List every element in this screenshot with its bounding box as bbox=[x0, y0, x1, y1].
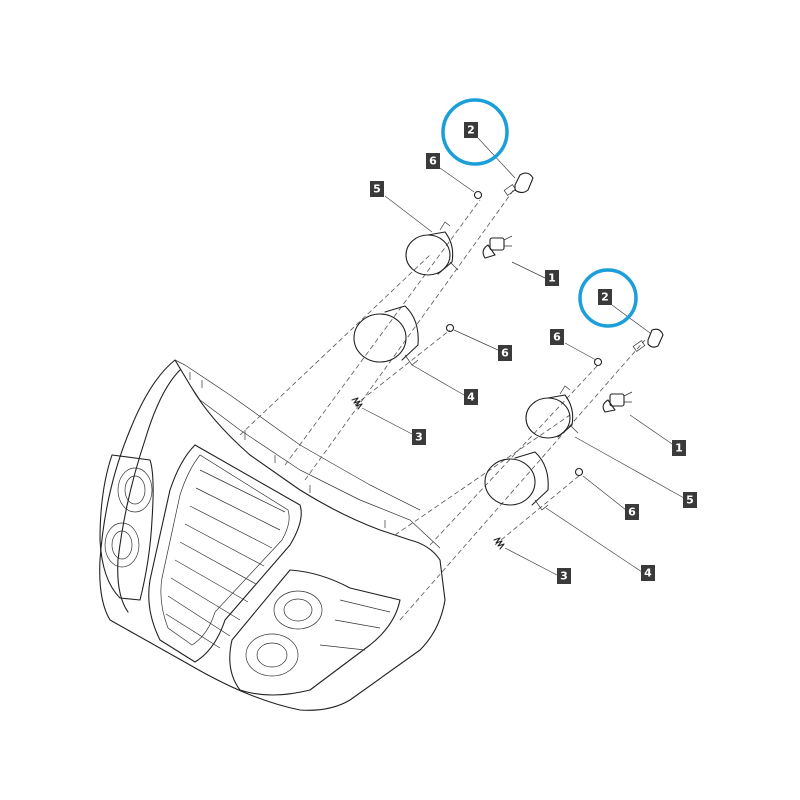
lamp-housing-icon bbox=[525, 385, 579, 439]
svg-text:5: 5 bbox=[373, 183, 381, 196]
leader-lines bbox=[361, 137, 685, 576]
grommet-icon bbox=[445, 323, 455, 333]
hood-grille-assembly bbox=[99, 359, 446, 711]
callout-label: 2 bbox=[464, 122, 478, 138]
callout-labels: 2 6 5 1 6 4 3 2 bbox=[370, 122, 697, 584]
upper-lamp-group bbox=[351, 172, 534, 410]
highlight-circle-upper bbox=[441, 98, 509, 166]
svg-text:1: 1 bbox=[675, 442, 683, 455]
grommet-icon bbox=[574, 467, 584, 477]
callout-label: 6 bbox=[426, 153, 440, 169]
bulb-socket-icon bbox=[602, 391, 633, 413]
spring-icon bbox=[493, 537, 505, 550]
spring-icon bbox=[351, 397, 363, 410]
svg-text:5: 5 bbox=[686, 494, 694, 507]
callout-label: 6 bbox=[625, 504, 639, 520]
right-headlamp-cluster bbox=[229, 569, 401, 696]
bulb-socket-icon bbox=[482, 235, 513, 259]
callout-label: 5 bbox=[370, 181, 384, 197]
svg-text:2: 2 bbox=[601, 291, 609, 304]
highlight-circle-lower bbox=[578, 268, 638, 328]
assembly-guide-lines bbox=[239, 187, 646, 621]
callout-label: 6 bbox=[498, 345, 512, 361]
callout-label: 1 bbox=[672, 440, 686, 456]
lamp-lens-icon bbox=[484, 451, 549, 511]
callout-label: 4 bbox=[464, 389, 478, 405]
callout-label: 1 bbox=[545, 270, 559, 286]
lamp-housing-icon bbox=[405, 221, 459, 276]
callout-label: 6 bbox=[550, 329, 564, 345]
grommet-icon bbox=[473, 190, 483, 200]
lower-lamp-group bbox=[484, 328, 664, 550]
svg-text:6: 6 bbox=[628, 506, 636, 519]
callout-label: 5 bbox=[683, 492, 697, 508]
svg-text:4: 4 bbox=[467, 391, 475, 404]
svg-text:1: 1 bbox=[548, 272, 556, 285]
svg-text:3: 3 bbox=[415, 431, 423, 444]
bulb-icon bbox=[503, 172, 534, 196]
left-headlamp-cluster bbox=[99, 454, 154, 601]
callout-label: 3 bbox=[412, 429, 426, 445]
svg-text:4: 4 bbox=[644, 567, 652, 580]
callout-label: 4 bbox=[641, 565, 655, 581]
callout-label: 3 bbox=[557, 568, 571, 584]
highlight-circles bbox=[441, 98, 638, 328]
svg-text:6: 6 bbox=[553, 331, 561, 344]
svg-text:2: 2 bbox=[467, 124, 475, 137]
grille-slats bbox=[165, 469, 286, 649]
bulb-icon bbox=[632, 328, 664, 352]
hood-studs bbox=[189, 372, 386, 528]
grommet-icon bbox=[593, 357, 603, 367]
svg-text:3: 3 bbox=[560, 570, 568, 583]
svg-text:6: 6 bbox=[501, 347, 509, 360]
svg-text:6: 6 bbox=[429, 155, 437, 168]
callout-label: 2 bbox=[598, 289, 612, 305]
